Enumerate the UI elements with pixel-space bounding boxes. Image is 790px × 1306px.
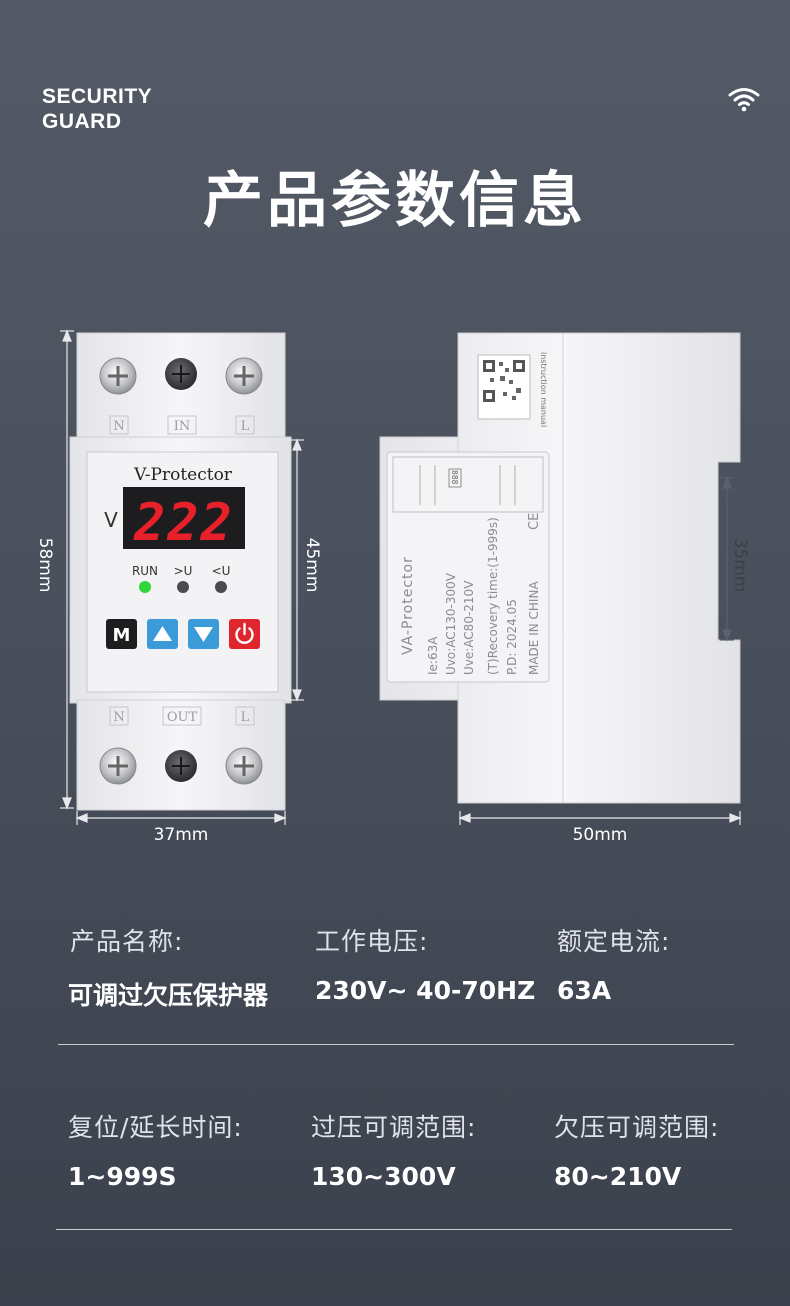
brand-line-1: SECURITY [42, 85, 153, 108]
display-value: 222 [133, 493, 234, 553]
side-body [379, 332, 741, 804]
wiring-diagram [392, 456, 544, 513]
inner-height-dimension [290, 438, 304, 702]
bottom-terminal-n: N [113, 710, 124, 725]
side-label-line-2: Ie:63A [426, 636, 440, 675]
side-label-line-1: VA-Protector [400, 556, 416, 655]
over-voltage-led [177, 581, 189, 593]
side-height-dimension [720, 476, 734, 642]
under-voltage-led [215, 581, 227, 593]
side-label-line-7: MADE IN CHINA [527, 581, 541, 675]
side-width-dimension [458, 811, 742, 825]
height-dimension [60, 329, 74, 810]
width-dimension [75, 811, 287, 825]
spec-value-under-voltage-range: 80~210V [554, 1162, 682, 1191]
indicator-label-run: RUN [132, 564, 158, 578]
device-illustration: N IN L V-Protector V 222 RUN >U <U M [35, 329, 750, 845]
side-label-line-6: P.D: 2024.05 [505, 599, 519, 675]
spec-value-voltage: 230V~ 40-70HZ [315, 976, 536, 1005]
spec-divider-1 [58, 1044, 734, 1045]
led-display [123, 487, 245, 549]
spec-label-product-name: 产品名称: [70, 927, 184, 956]
page-title: 产品参数信息 [203, 166, 587, 236]
device-name: V-Protector [133, 465, 233, 485]
run-led [139, 581, 151, 593]
height-label: 58mm [35, 538, 55, 593]
top-terminal-l: L [241, 419, 250, 434]
front-view: N IN L V-Protector V 222 RUN >U <U M [35, 329, 322, 845]
spec-divider-2 [56, 1229, 732, 1230]
qr-code [477, 354, 531, 420]
side-label-line-4: Uve:AC80-210V [462, 580, 476, 675]
ce-mark: CE [527, 513, 542, 530]
mode-button [106, 619, 137, 649]
spec-label-voltage: 工作电压: [315, 927, 429, 956]
brand-logo: SECURITY GUARD [42, 84, 152, 134]
down-arrow-icon [194, 627, 213, 642]
side-width-label: 50mm [573, 825, 628, 845]
spec-label-over-voltage-range: 过压可调范围: [311, 1113, 477, 1142]
mode-button-label: M [113, 625, 131, 646]
spec-label-reset-time: 复位/延长时间: [68, 1113, 243, 1142]
spec-value-reset-time: 1~999S [68, 1162, 177, 1191]
unit-letter: V [104, 508, 118, 532]
inner-height-label: 45mm [302, 538, 322, 593]
bottom-terminal-l: L [241, 710, 250, 725]
side-label-text: VA-Protector Ie:63A Uvo:AC130-300V Uve:A… [400, 513, 542, 675]
power-icon [235, 622, 254, 644]
side-label [386, 451, 550, 683]
control-buttons: M [106, 619, 260, 649]
top-screws [99, 357, 263, 395]
spec-label-current: 额定电流: [557, 927, 671, 956]
bottom-terminal-out: OUT [167, 710, 198, 725]
mini-display: 888 [450, 470, 459, 485]
side-view: instruction manual 888 VA-Protector Ie:6… [379, 332, 750, 845]
bottom-screws [99, 747, 263, 785]
spec-value-product-name: 可调过欠压保护器 [68, 981, 269, 1010]
side-height-label: 35mm [730, 538, 750, 593]
top-terminal-in: IN [174, 419, 191, 434]
qr-caption: instruction manual [539, 352, 548, 427]
brand-line-2: GUARD [42, 110, 122, 133]
up-arrow-icon [153, 626, 172, 641]
spec-value-over-voltage-range: 130~300V [311, 1162, 456, 1191]
indicator-label-under: <U [212, 564, 231, 578]
side-label-line-5: (T)Recovery time:(1-999s) [486, 517, 500, 675]
top-terminal-n: N [113, 419, 124, 434]
width-label: 37mm [154, 825, 209, 845]
spec-value-current: 63A [557, 976, 612, 1005]
wifi-icon [728, 88, 760, 112]
spec-label-under-voltage-range: 欠压可调范围: [554, 1113, 720, 1142]
indicator-label-over: >U [174, 564, 193, 578]
side-label-line-3: Uvo:AC130-300V [444, 572, 458, 675]
